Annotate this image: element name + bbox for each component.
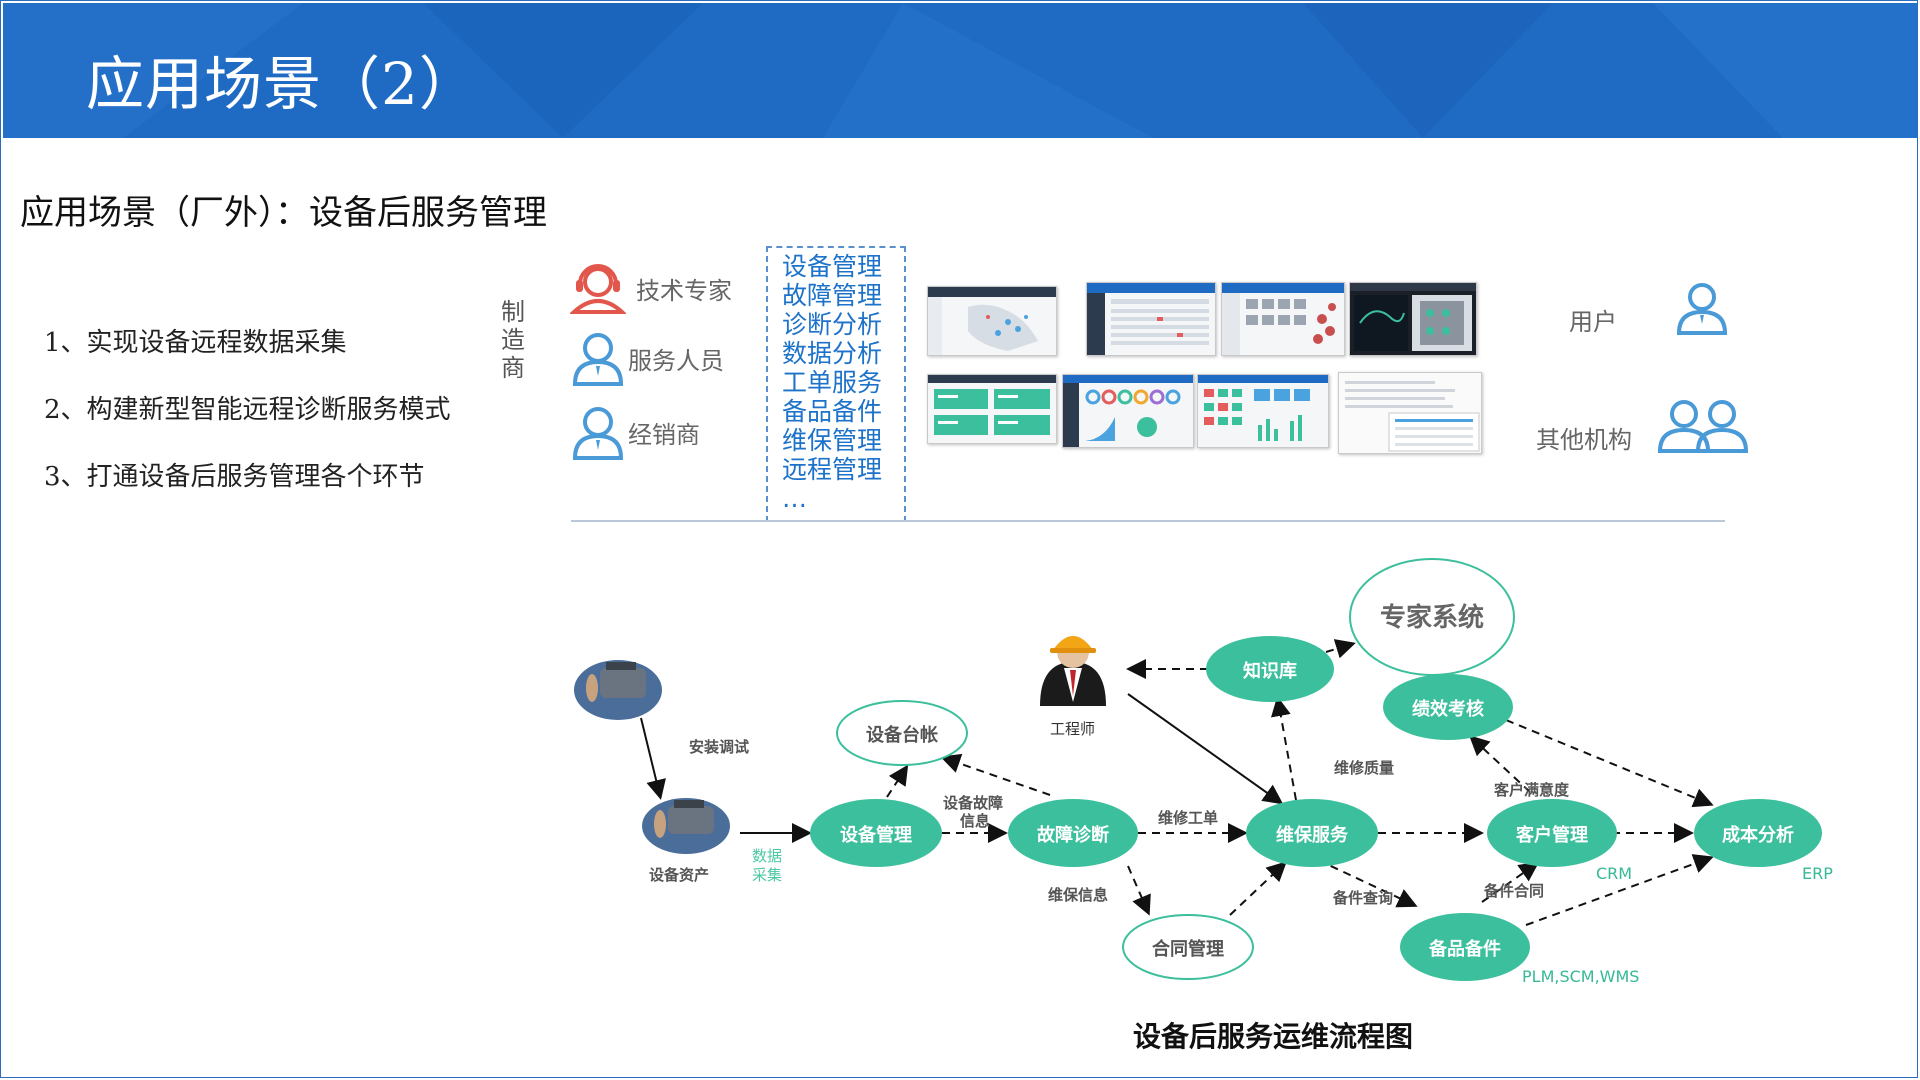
header-bar: 应用场景（2） bbox=[3, 3, 1917, 138]
point-1: 1、实现设备远程数据采集 bbox=[44, 328, 347, 358]
node-spare-parts: 备品备件 bbox=[1400, 913, 1530, 981]
table-thumbnail-icon bbox=[1087, 283, 1215, 355]
user-icon bbox=[572, 407, 624, 460]
map-thumbnail-icon bbox=[928, 287, 1056, 355]
node-label-knowledge: 知识库 bbox=[1243, 660, 1297, 682]
label-repair-quality: 维修质量 bbox=[1334, 759, 1394, 777]
maker-label: 制造商 bbox=[501, 298, 525, 382]
page-title: 应用场景（2） bbox=[86, 50, 478, 118]
node-label-customer: 客户管理 bbox=[1516, 824, 1588, 846]
screenshot-report bbox=[1338, 372, 1482, 454]
role-label-dealer: 经销商 bbox=[628, 420, 700, 449]
label-parts-query: 备件查询 bbox=[1332, 889, 1393, 907]
service-item: 备品备件 bbox=[782, 397, 883, 426]
system-tag-plm: PLM,SCM,WMS bbox=[1522, 967, 1639, 986]
label-work-order: 维修工单 bbox=[1158, 809, 1218, 827]
diagram-caption: 设备后服务运维流程图 bbox=[1133, 1020, 1414, 1053]
point-2: 2、构建新型智能远程诊断服务模式 bbox=[44, 395, 451, 425]
node-maintenance: 维保服务 bbox=[1246, 799, 1378, 867]
node-knowledge: 知识库 bbox=[1206, 636, 1334, 702]
node-fault-diag: 故障诊断 bbox=[1008, 799, 1138, 867]
node-expert-system: 专家系统 bbox=[1349, 558, 1515, 676]
cards-thumbnail-icon bbox=[928, 375, 1056, 435]
role-tech-expert: 技术专家 bbox=[570, 262, 732, 314]
service-list-box: 设备管理 故障管理 诊断分析 数据分析 工单服务 备品备件 维保管理 远程管理 … bbox=[766, 246, 906, 522]
screenshot-dark-monitor bbox=[1349, 282, 1477, 356]
role-label-tech-expert: 技术专家 bbox=[636, 276, 732, 305]
key-points: 1、实现设备远程数据采集 2、构建新型智能远程诊断服务模式 3、打通设备后服务管… bbox=[44, 322, 451, 523]
point-3: 3、打通设备后服务管理各个环节 bbox=[44, 462, 425, 492]
monitor-thumbnail-icon bbox=[1350, 283, 1476, 351]
service-item: 设备管理 bbox=[782, 252, 883, 281]
headset-expert-icon bbox=[570, 264, 626, 314]
node-label-fault-diag: 故障诊断 bbox=[1037, 824, 1109, 846]
flow-arrows bbox=[640, 639, 1714, 926]
screenshot-image-grid bbox=[1221, 282, 1345, 356]
system-tag-crm: CRM bbox=[1596, 864, 1632, 883]
user-icon bbox=[1676, 283, 1728, 335]
label-engineer: 工程师 bbox=[1050, 720, 1095, 738]
node-ledger: 设备台帐 bbox=[836, 700, 968, 766]
group-icon bbox=[1657, 400, 1749, 453]
label-data-collect-2: 采集 bbox=[752, 866, 782, 884]
node-label-expert-system: 专家系统 bbox=[1380, 602, 1484, 633]
engineer-icon bbox=[1040, 636, 1106, 706]
report-thumbnail-icon bbox=[1345, 381, 1480, 452]
node-device-mgmt: 设备管理 bbox=[810, 799, 942, 867]
node-label-performance: 绩效考核 bbox=[1412, 698, 1484, 720]
node-label-ledger: 设备台帐 bbox=[866, 724, 938, 746]
service-item: 远程管理 bbox=[782, 455, 883, 484]
screenshot-gauges bbox=[1062, 374, 1194, 448]
status-grid-thumbnail-icon bbox=[1198, 375, 1328, 441]
service-item: 诊断分析 bbox=[782, 310, 883, 339]
label-install: 安装调试 bbox=[689, 738, 749, 756]
node-label-spare-parts: 备品备件 bbox=[1428, 938, 1501, 960]
label-fault-info-1: 设备故障 bbox=[943, 794, 1003, 812]
gauges-thumbnail-icon bbox=[1063, 375, 1193, 447]
screenshot-status-grid bbox=[1197, 374, 1329, 448]
section-subtitle: 应用场景（厂外）：设备后服务管理 bbox=[20, 193, 547, 233]
header-decoration bbox=[3, 3, 1917, 138]
section-divider bbox=[571, 520, 1725, 522]
label-fault-info-2: 信息 bbox=[960, 812, 990, 830]
service-item: 数据分析 bbox=[782, 339, 883, 368]
right-role-label-user: 用户 bbox=[1569, 308, 1617, 336]
label-parts-contract: 备件合同 bbox=[1483, 882, 1544, 900]
label-asset: 设备资产 bbox=[649, 866, 709, 884]
role-service-staff: 服务人员 bbox=[570, 330, 724, 386]
screenshot-table-view bbox=[1086, 282, 1216, 356]
label-satisfaction: 客户满意度 bbox=[1493, 781, 1570, 799]
node-label-device-mgmt: 设备管理 bbox=[840, 824, 912, 846]
label-data-collect-1: 数据 bbox=[752, 847, 782, 865]
node-label-contract: 合同管理 bbox=[1152, 938, 1224, 960]
node-contract: 合同管理 bbox=[1122, 914, 1254, 980]
screenshot-map-dashboard bbox=[927, 286, 1057, 356]
machine-install-icon bbox=[574, 660, 662, 720]
user-icon bbox=[572, 333, 624, 386]
system-tag-erp: ERP bbox=[1802, 864, 1833, 883]
node-label-cost: 成本分析 bbox=[1722, 824, 1794, 846]
role-dealer: 经销商 bbox=[570, 404, 700, 460]
node-label-maintenance: 维保服务 bbox=[1276, 824, 1349, 846]
service-item: 故障管理 bbox=[782, 281, 883, 310]
screenshot-card-panels bbox=[927, 374, 1057, 444]
machine-asset-icon bbox=[642, 798, 730, 854]
role-label-service-staff: 服务人员 bbox=[628, 346, 724, 375]
service-item: 维保管理 bbox=[782, 426, 883, 455]
node-customer: 客户管理 bbox=[1487, 799, 1617, 867]
service-item: … bbox=[782, 484, 807, 513]
node-performance: 绩效考核 bbox=[1383, 674, 1513, 740]
grid-thumbnail-icon bbox=[1222, 283, 1344, 355]
right-role-label-other-orgs: 其他机构 bbox=[1536, 426, 1632, 454]
service-item: 工单服务 bbox=[782, 368, 883, 397]
node-cost: 成本分析 bbox=[1694, 799, 1822, 867]
label-maint-info: 维保信息 bbox=[1048, 886, 1108, 904]
